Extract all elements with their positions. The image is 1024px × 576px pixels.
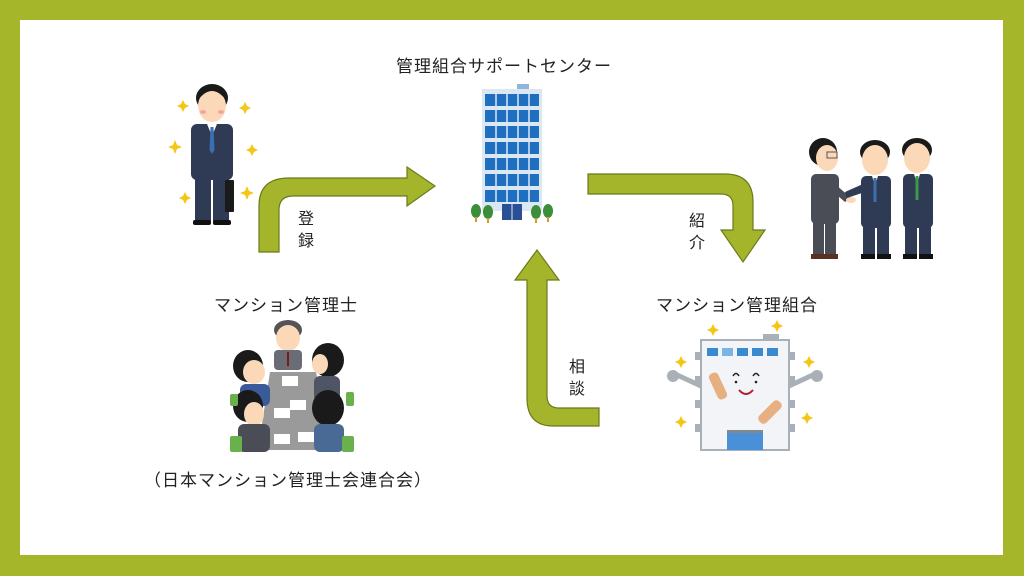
introduce-label: 紹介	[688, 211, 705, 252]
consult-arrow	[513, 248, 600, 427]
register-arrow	[258, 165, 437, 253]
consult-label: 相談	[568, 357, 585, 398]
meeting-group-icon	[230, 320, 354, 452]
office-building-icon	[471, 84, 553, 223]
left-node-title: マンション管理士	[214, 296, 358, 316]
introduce-arrow	[587, 173, 767, 264]
happy-building-icon	[667, 320, 823, 451]
handshake-introduction-icon	[809, 138, 933, 259]
right-node-title: マンション管理組合	[656, 296, 818, 316]
businessman-icon	[168, 84, 258, 225]
register-label: 登録	[297, 209, 314, 250]
left-node-subtitle: （日本マンション管理士会連合会）	[144, 471, 432, 491]
center-node-title: 管理組合サポートセンター	[396, 57, 612, 77]
